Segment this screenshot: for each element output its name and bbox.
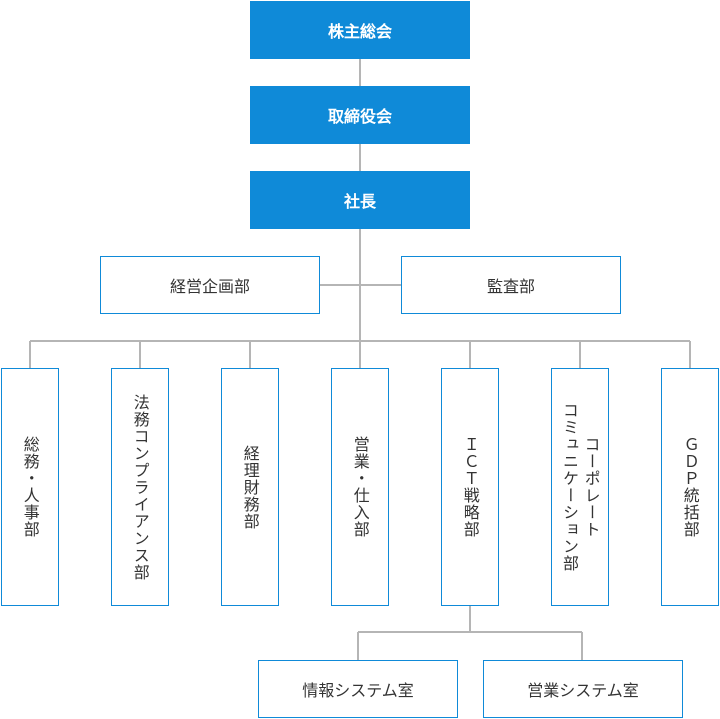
sales-systems-office-box: 営業システム室 <box>483 660 683 718</box>
dept-general-hr: 総務・人事部 <box>1 368 59 606</box>
sales-systems-office-label: 営業システム室 <box>527 681 639 700</box>
audit-label: 監査部 <box>486 277 535 296</box>
dept-gdp-integration-label: ＧＤＰ統括部 <box>680 436 700 538</box>
dept-ict-strategy: ＩＣＴ戦略部 <box>441 368 499 606</box>
dept-corporate-communication-label-1: コーポレート <box>581 436 601 538</box>
board-of-directors-box: 取締役会 <box>250 86 470 144</box>
dept-legal-compliance-label: 法務コンプライアンス部 <box>130 393 150 581</box>
board-of-directors-label: 取締役会 <box>327 107 392 126</box>
corporate-planning-box: 経営企画部 <box>100 256 320 314</box>
dept-legal-compliance: 法務コンプライアンス部 <box>111 368 169 606</box>
dept-gdp-integration: ＧＤＰ統括部 <box>661 368 719 606</box>
dept-corporate-communication: コーポレート コミュニケーション部 <box>551 368 609 606</box>
info-systems-office-label: 情報システム室 <box>302 681 414 700</box>
dept-corporate-communication-label-2: コミュニケーション部 <box>560 402 579 572</box>
dept-accounting-finance-label: 経理財務部 <box>240 444 260 530</box>
president-label: 社長 <box>343 192 376 211</box>
dept-sales-purchasing-label: 営業・仕入部 <box>350 436 370 538</box>
shareholders-meeting-label: 株主総会 <box>327 22 392 41</box>
dept-ict-strategy-label: ＩＣＴ戦略部 <box>460 436 480 538</box>
info-systems-office-box: 情報システム室 <box>258 660 458 718</box>
corporate-planning-label: 経営企画部 <box>169 277 250 296</box>
dept-accounting-finance: 経理財務部 <box>221 368 279 606</box>
dept-general-hr-label: 総務・人事部 <box>20 436 40 538</box>
shareholders-meeting-box: 株主総会 <box>250 1 470 59</box>
dept-sales-purchasing: 営業・仕入部 <box>331 368 389 606</box>
audit-box: 監査部 <box>401 256 621 314</box>
president-box: 社長 <box>250 171 470 229</box>
